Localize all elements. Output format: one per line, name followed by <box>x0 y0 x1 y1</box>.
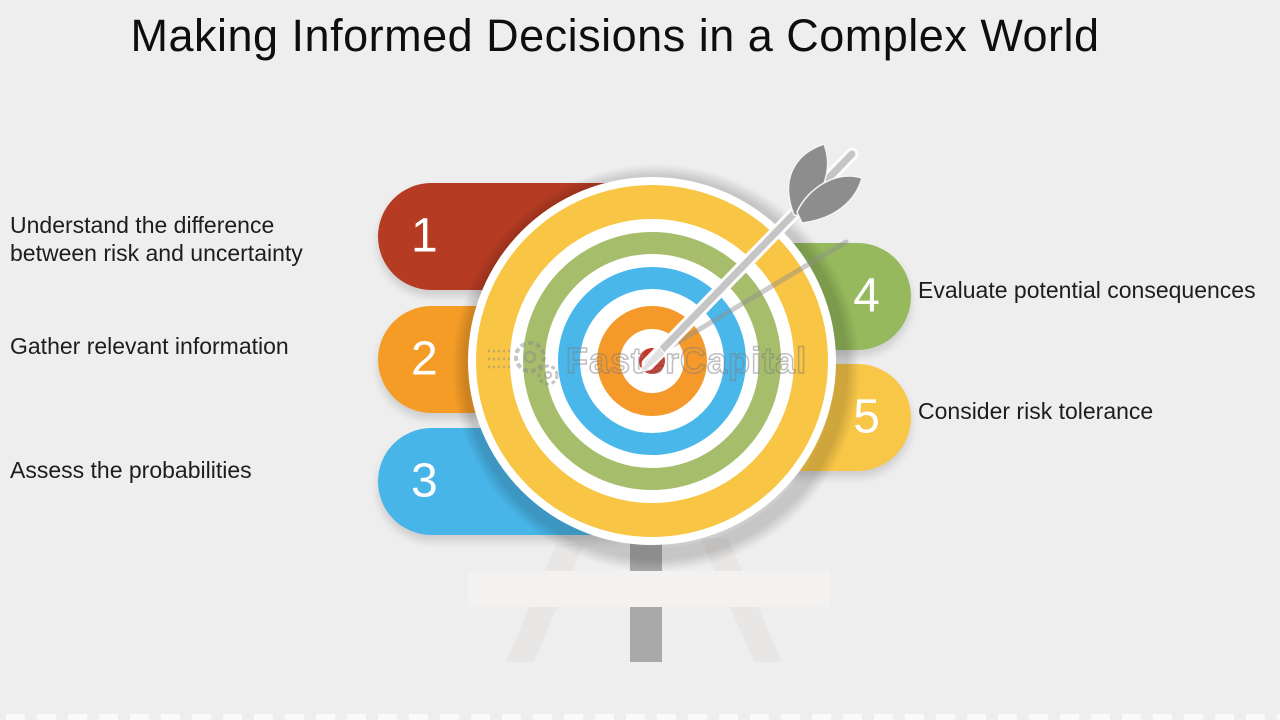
easel-crossbar <box>468 571 830 607</box>
bottom-perforation-strip <box>6 714 1280 720</box>
step-4-label: Evaluate potential consequences <box>918 277 1256 303</box>
easel-post-bottom <box>630 606 662 662</box>
step-2-number: 2 <box>411 331 438 385</box>
watermark-text: FasterCapital <box>565 339 808 382</box>
step-1-number: 1 <box>411 208 438 262</box>
page-title: Making Informed Decisions in a Complex W… <box>130 10 1100 61</box>
step-3-number: 3 <box>411 453 438 507</box>
easel-post-top <box>630 542 662 572</box>
step-2-label: Gather relevant information <box>10 333 289 359</box>
step-5-label: Consider risk tolerance <box>918 398 1154 424</box>
step-3-label: Assess the probabilities <box>10 457 252 483</box>
step-1-label: Understand the difference between risk a… <box>10 212 303 266</box>
watermark: FasterCapital <box>486 331 807 391</box>
watermark-gear-icon <box>488 341 559 386</box>
step-5-number: 5 <box>853 389 880 443</box>
